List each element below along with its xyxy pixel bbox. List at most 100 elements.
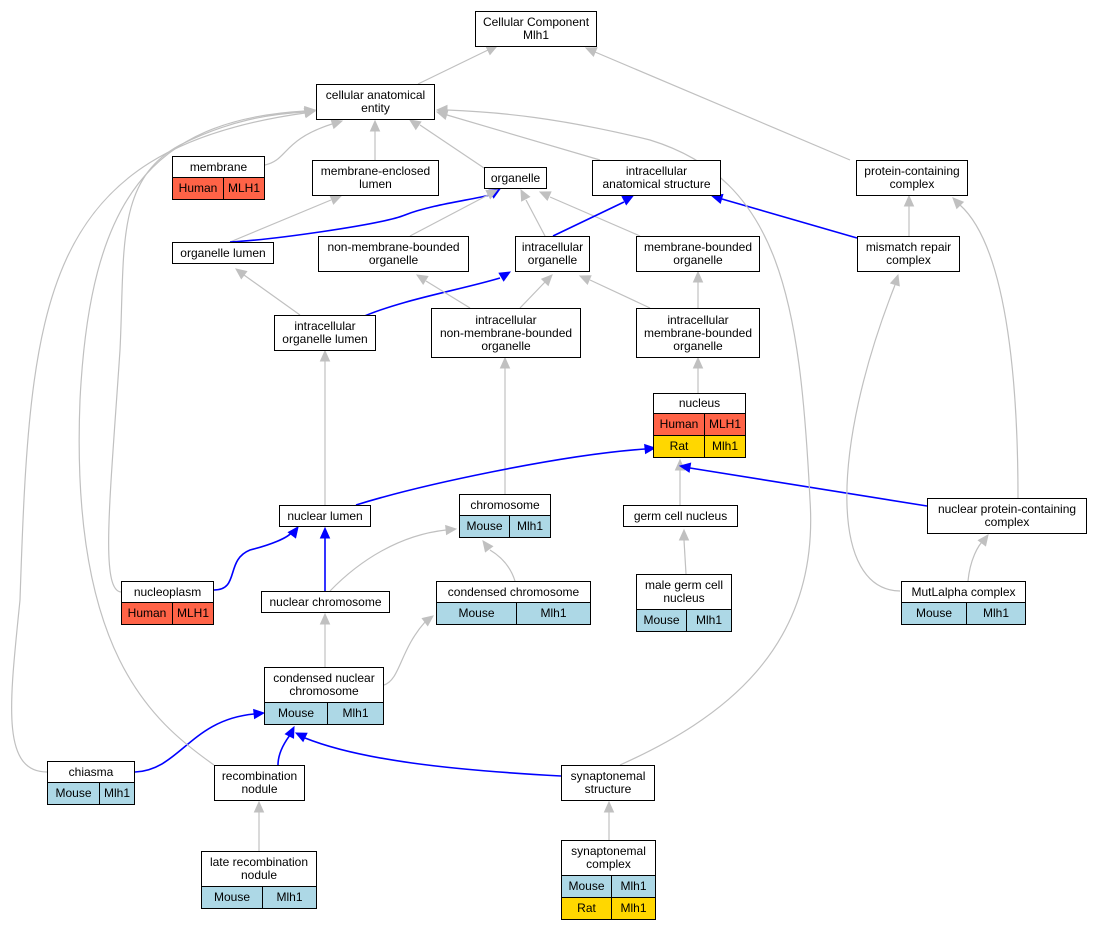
term-node-intracellular-anatomical-structure[interactable]: intracellular anatomical structure: [592, 160, 721, 196]
term-node-non-membrane-bounded-organelle[interactable]: non-membrane-bounded organelle: [318, 236, 469, 272]
is-a-edge: [425, 280, 471, 309]
term-label: cellular anatomical entity: [325, 88, 426, 115]
gene-cell: MLH1: [172, 603, 213, 624]
species-cell: Human: [122, 603, 172, 624]
term-node-membrane-enclosed-lumen[interactable]: membrane-enclosed lumen: [312, 160, 439, 196]
is-a-edge: [108, 111, 306, 593]
term-node-mismatch-repair-complex[interactable]: mismatch repair complex: [857, 236, 960, 272]
arrowhead: [538, 191, 552, 202]
term-label: membrane-enclosed lumen: [320, 164, 431, 191]
is-a-edge: [683, 539, 687, 575]
term-node-intracellular-organelle-lumen[interactable]: intracellular organelle lumen: [274, 315, 376, 351]
term-node-intracellular-non-membrane-bounded-organelle[interactable]: intracellular non-membrane-bounded organ…: [431, 308, 581, 358]
is-a-edge: [446, 114, 601, 161]
species-cell: Mouse: [437, 603, 516, 624]
is-a-edge: [229, 199, 332, 243]
part-of-edge: [359, 277, 501, 319]
term-label: nuclear protein-containing complex: [937, 502, 1077, 529]
arrowhead: [445, 524, 458, 536]
arrowhead: [678, 462, 692, 473]
part-of-edge: [213, 531, 293, 591]
term-label: intracellular non-membrane-bounded organ…: [439, 312, 573, 353]
is-a-edge: [959, 204, 1019, 499]
arrowhead: [540, 274, 553, 287]
part-of-edge: [552, 201, 625, 237]
term-node-recombination-nodule[interactable]: recombination nodule: [214, 765, 305, 801]
gene-cell: Mlh1: [509, 516, 550, 537]
species-cell: Mouse: [202, 887, 262, 908]
term-node-germ-cell-nucleus[interactable]: germ cell nucleus: [623, 505, 738, 527]
term-label: male germ cell nucleus: [644, 578, 724, 605]
is-a-edge: [446, 109, 812, 766]
species-cell: Mouse: [902, 603, 966, 624]
term-label: organelle: [490, 170, 541, 185]
is-a-edge: [419, 124, 485, 169]
term-label: intracellular organelle: [521, 240, 584, 267]
arrowhead: [678, 528, 690, 541]
term-node-nuclear-lumen[interactable]: nuclear lumen: [279, 505, 371, 527]
arrowhead: [294, 732, 308, 743]
arrowhead: [304, 106, 317, 118]
is-a-edge: [264, 123, 333, 166]
arrowhead: [520, 188, 531, 202]
term-node-intracellular-organelle[interactable]: intracellular organelle: [515, 236, 590, 272]
term-label: nuclear lumen: [287, 508, 363, 523]
arrowhead: [284, 725, 295, 739]
arrowhead: [319, 526, 331, 539]
term-label: MutLalpha complex: [911, 584, 1016, 599]
is-a-edge: [417, 49, 489, 85]
term-label: nucleoplasm: [133, 584, 202, 599]
part-of-edge: [304, 737, 562, 777]
species-cell: Rat: [562, 898, 611, 919]
arrowhead: [485, 45, 499, 56]
species-cell: Human: [654, 414, 704, 435]
is-a-edge: [519, 281, 546, 309]
species-cell: Mouse: [562, 876, 611, 897]
term-label: Cellular Component Mlh1: [482, 15, 590, 42]
term-node-nuclear-chromosome[interactable]: nuclear chromosome: [261, 591, 390, 613]
term-node-protein-containing-complex[interactable]: protein-containing complex: [856, 160, 968, 196]
term-node-cellular-anatomical-entity[interactable]: cellular anatomical entity: [316, 84, 435, 120]
term-node-organelle[interactable]: organelle: [484, 167, 547, 189]
term-label: synaptonemal structure: [570, 769, 646, 796]
term-node-synaptonemal-structure[interactable]: synaptonemal structure: [561, 765, 655, 801]
term-node-intracellular-membrane-bounded-organelle[interactable]: intracellular membrane-bounded organelle: [636, 308, 760, 358]
term-node-nuclear-protein-containing-complex[interactable]: nuclear protein-containing complex: [927, 498, 1087, 534]
term-label: non-membrane-bounded organelle: [327, 240, 460, 267]
term-label: intracellular membrane-bounded organelle: [643, 312, 753, 353]
part-of-edge: [229, 194, 491, 243]
part-of-edge: [689, 467, 928, 507]
arrowhead: [889, 273, 900, 287]
term-node-organelle-lumen[interactable]: organelle lumen: [172, 242, 274, 264]
term-label: membrane: [189, 159, 248, 174]
gene-cell: MLH1: [704, 414, 745, 435]
is-a-edge: [329, 529, 447, 592]
term-node-cellular-component[interactable]: Cellular Component Mlh1: [475, 11, 597, 47]
arrowhead: [644, 443, 657, 455]
term-node-membrane-bounded-organelle[interactable]: membrane-bounded organelle: [636, 236, 760, 272]
term-label: germ cell nucleus: [633, 508, 728, 523]
is-a-edge: [489, 549, 516, 582]
term-label: condensed chromosome: [447, 584, 580, 599]
arrowhead: [692, 356, 704, 369]
term-label: late recombination nodule: [209, 855, 309, 882]
term-label: mismatch repair complex: [865, 240, 952, 267]
arrowhead: [603, 800, 615, 813]
arrowhead: [482, 540, 494, 553]
